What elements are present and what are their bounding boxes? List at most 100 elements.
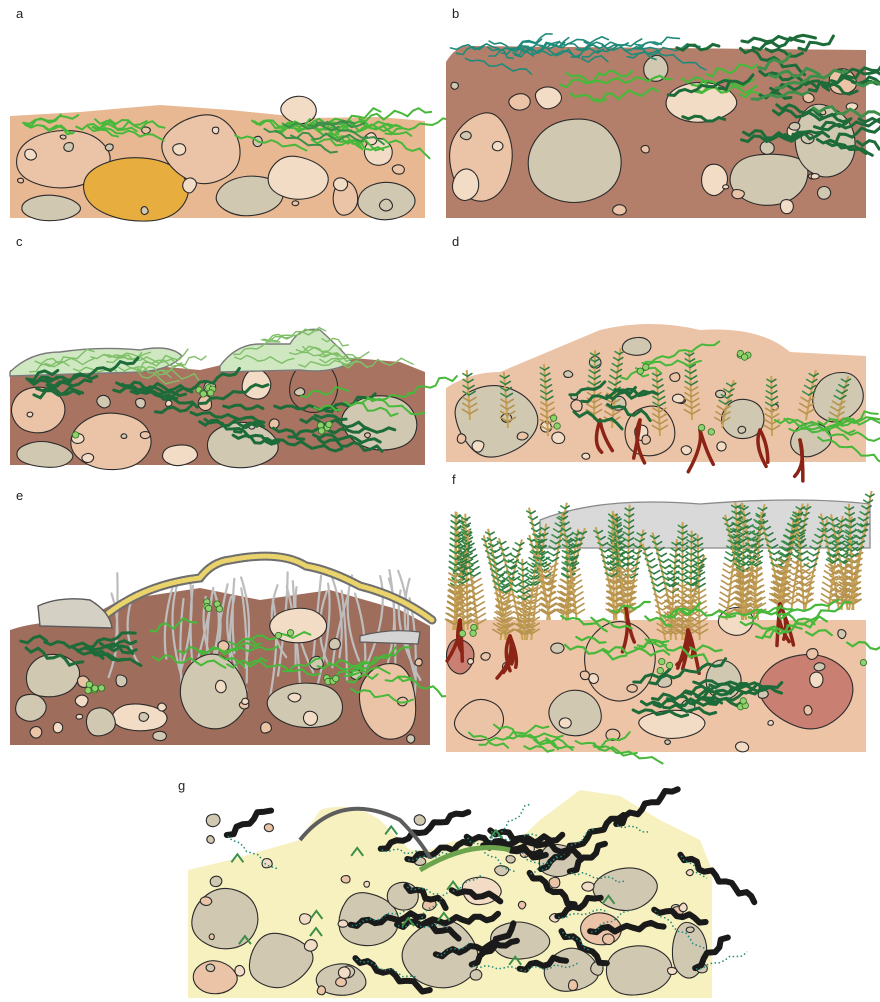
algal-cell [643, 364, 649, 370]
pebble [723, 185, 729, 189]
pebble [568, 980, 577, 991]
lichen-algae [179, 356, 206, 365]
algal-cell [550, 415, 556, 421]
stone [16, 694, 47, 721]
moss-leaf [724, 563, 730, 567]
moss-leaf [808, 552, 814, 555]
algal-cell [72, 432, 78, 438]
pebble [141, 207, 148, 215]
moss-leaf [722, 581, 729, 585]
pebble [209, 934, 214, 940]
pebble [627, 685, 637, 693]
stone [585, 622, 656, 701]
moss-leaf [533, 517, 537, 520]
pebble [492, 141, 503, 150]
pebble [838, 630, 846, 639]
pebble [642, 435, 650, 444]
pebble [780, 200, 793, 214]
pebble [810, 672, 823, 687]
moss-leaf [475, 578, 481, 582]
algal-cell [666, 662, 672, 668]
moss-leaf [575, 586, 582, 590]
moss-leaf [476, 584, 483, 588]
pebble [589, 674, 599, 684]
moss-leaf [574, 575, 580, 579]
moss-leaf [658, 582, 664, 585]
pebble [672, 394, 684, 403]
pebble [212, 127, 218, 134]
pebble [158, 703, 167, 711]
pebble [27, 412, 33, 417]
pebble [549, 877, 560, 888]
pebble [407, 735, 415, 743]
pebble [667, 967, 676, 974]
algal-cell [287, 630, 293, 636]
pebble [341, 876, 350, 883]
pebble [153, 731, 167, 740]
moss-leaf [698, 549, 703, 552]
pebble [392, 165, 404, 174]
pebble [789, 122, 800, 130]
moss-leaf [476, 590, 483, 594]
dark-crust [227, 811, 271, 835]
pebble [760, 141, 774, 154]
moss-leaf [806, 558, 812, 562]
pebble [717, 442, 726, 451]
algal-cell [207, 390, 213, 396]
pebble [559, 718, 571, 728]
moss-leaf [669, 560, 674, 563]
moss-leaf [470, 549, 475, 552]
pebble [207, 836, 215, 844]
moss-leaf [447, 614, 455, 619]
pebble [139, 713, 149, 722]
moss-leaf [531, 511, 535, 514]
pebble [814, 663, 825, 671]
pebble [166, 400, 172, 406]
algal-cell [326, 421, 332, 427]
pebble [288, 693, 301, 702]
moss-leaf [575, 580, 582, 584]
moss-leaf [699, 595, 705, 599]
moss-leaf [472, 561, 478, 564]
moss-leaf [502, 542, 506, 545]
pebble [121, 434, 127, 439]
moss-leaf [473, 567, 479, 571]
moss-leaf [824, 571, 831, 575]
pebble [460, 131, 471, 139]
pebble [317, 986, 325, 995]
stone [528, 119, 621, 202]
moss-leaf [698, 555, 703, 558]
pebble [686, 869, 693, 875]
pebble [262, 859, 272, 868]
pebble [82, 453, 94, 462]
moss-leaf [535, 523, 540, 526]
pebble [736, 742, 749, 752]
algal-cell [740, 698, 746, 704]
pebble [613, 205, 627, 215]
pebble [210, 876, 222, 886]
moss-leaf [548, 552, 554, 555]
algal-cell [860, 659, 866, 665]
pebble [582, 453, 590, 459]
pebble [300, 914, 311, 925]
pebble [338, 967, 350, 978]
pebble [564, 371, 573, 378]
moss-leaf [822, 588, 829, 592]
pebble [364, 881, 370, 887]
pebble [670, 373, 680, 382]
pebble [25, 149, 37, 160]
stone [86, 708, 115, 736]
pebble [334, 178, 348, 191]
pebble [206, 814, 220, 827]
moss-leaf [474, 573, 480, 577]
algal-cell [741, 354, 747, 360]
pebble [76, 714, 83, 719]
pebble [495, 866, 509, 876]
algal-cell [637, 368, 643, 374]
moss-leaf [477, 602, 484, 606]
pebble [304, 940, 317, 952]
pebble [303, 711, 317, 725]
algal-cell [318, 428, 324, 434]
pebble [804, 705, 812, 715]
